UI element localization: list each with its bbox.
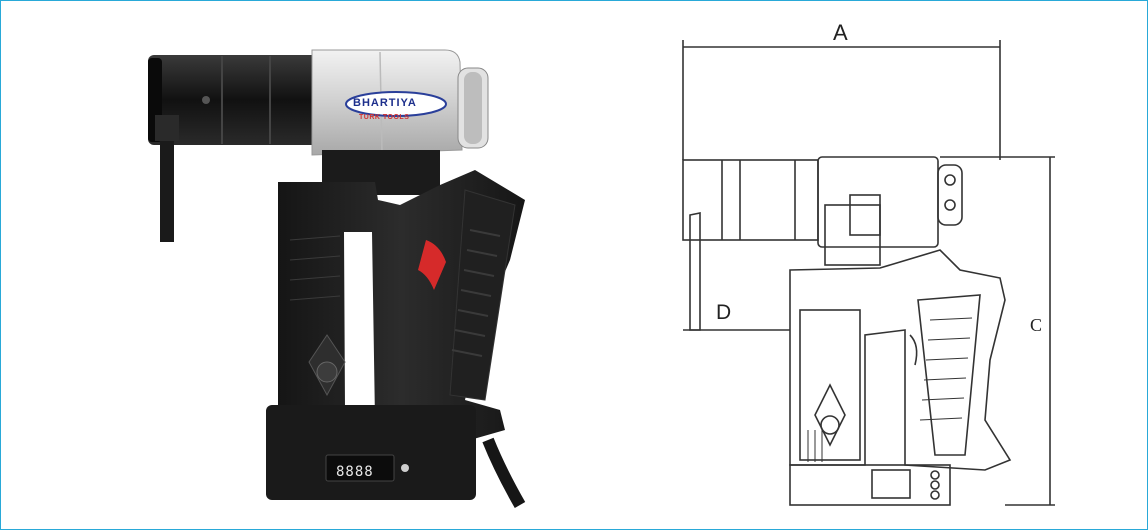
dimension-label-a: A bbox=[833, 20, 848, 45]
brand-logo-subtitle: TURK TOOLS bbox=[359, 114, 410, 121]
dimension-label-d: D bbox=[716, 301, 732, 324]
brand-logo-text: BHARTIYA bbox=[353, 97, 417, 109]
dimension-label-c: C bbox=[1030, 315, 1043, 335]
dimension-drawing bbox=[682, 40, 1055, 506]
wrench-photo bbox=[148, 49, 526, 508]
digital-display-readout: 8888 bbox=[336, 464, 374, 480]
